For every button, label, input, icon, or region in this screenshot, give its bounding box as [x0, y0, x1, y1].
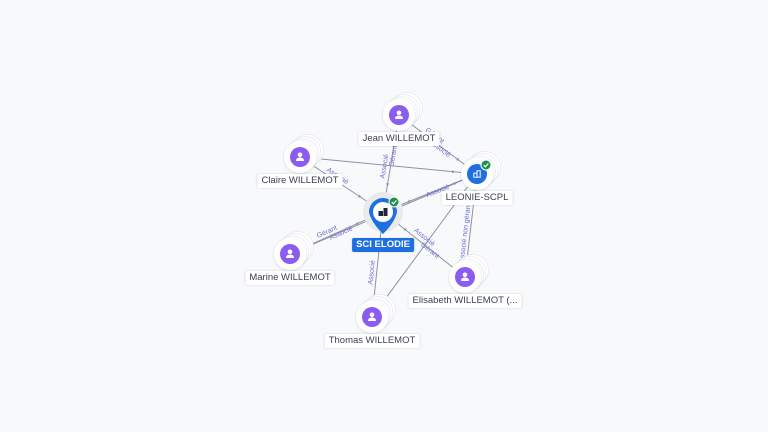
person-icon-body — [296, 157, 304, 161]
check-icon — [483, 163, 489, 168]
person-icon-body — [368, 317, 376, 321]
verified-badge — [388, 196, 400, 208]
person-icon-body — [395, 115, 403, 119]
edge-label: Associé — [367, 260, 377, 285]
node-label-marine[interactable]: Marine WILLEMOT — [245, 271, 335, 285]
person-icon-head — [369, 312, 375, 318]
edge-arrow — [403, 228, 407, 232]
edge-label: Associé — [379, 154, 390, 179]
building-icon-right — [476, 170, 481, 178]
building-icon-tower — [383, 208, 388, 216]
edge-label: Gérant — [389, 145, 399, 167]
node-label-sci[interactable]: SCI ELODIE — [352, 238, 414, 252]
edge-arrow — [451, 170, 456, 174]
check-icon — [391, 200, 397, 205]
node-label-elisabeth[interactable]: Elisabeth WILLEMOT (... — [408, 294, 522, 308]
node-label-thomas[interactable]: Thomas WILLEMOT — [324, 334, 420, 348]
node-leonie[interactable] — [461, 151, 501, 190]
node-elisabeth[interactable] — [449, 254, 489, 293]
edge-line — [299, 156, 478, 175]
node-jean[interactable] — [383, 92, 423, 131]
node-label-leonie[interactable]: LEONIE-SCPL — [441, 191, 513, 205]
edge-arrow — [456, 157, 460, 161]
node-label-jean[interactable]: Jean WILLEMOT — [358, 132, 440, 146]
building-icon — [378, 211, 383, 216]
edge-claire-leonie — [299, 156, 478, 175]
node-claire[interactable] — [284, 134, 324, 173]
node-label-claire[interactable]: Claire WILLEMOT — [257, 174, 343, 188]
verified-badge — [480, 159, 492, 171]
person-icon-body — [286, 254, 294, 258]
edge-arrow — [355, 222, 360, 226]
person-icon-head — [396, 110, 402, 116]
node-marine[interactable] — [274, 231, 314, 270]
edge-arrow — [357, 194, 362, 198]
person-icon-body — [461, 277, 469, 281]
person-icon-head — [287, 249, 293, 255]
node-sci[interactable] — [363, 192, 403, 234]
nodes-layer — [274, 92, 501, 333]
edge-arrow — [407, 199, 411, 203]
person-icon-head — [462, 272, 468, 278]
edge-arrow — [386, 183, 390, 187]
person-icon-head — [297, 152, 303, 158]
node-thomas[interactable] — [356, 294, 396, 333]
